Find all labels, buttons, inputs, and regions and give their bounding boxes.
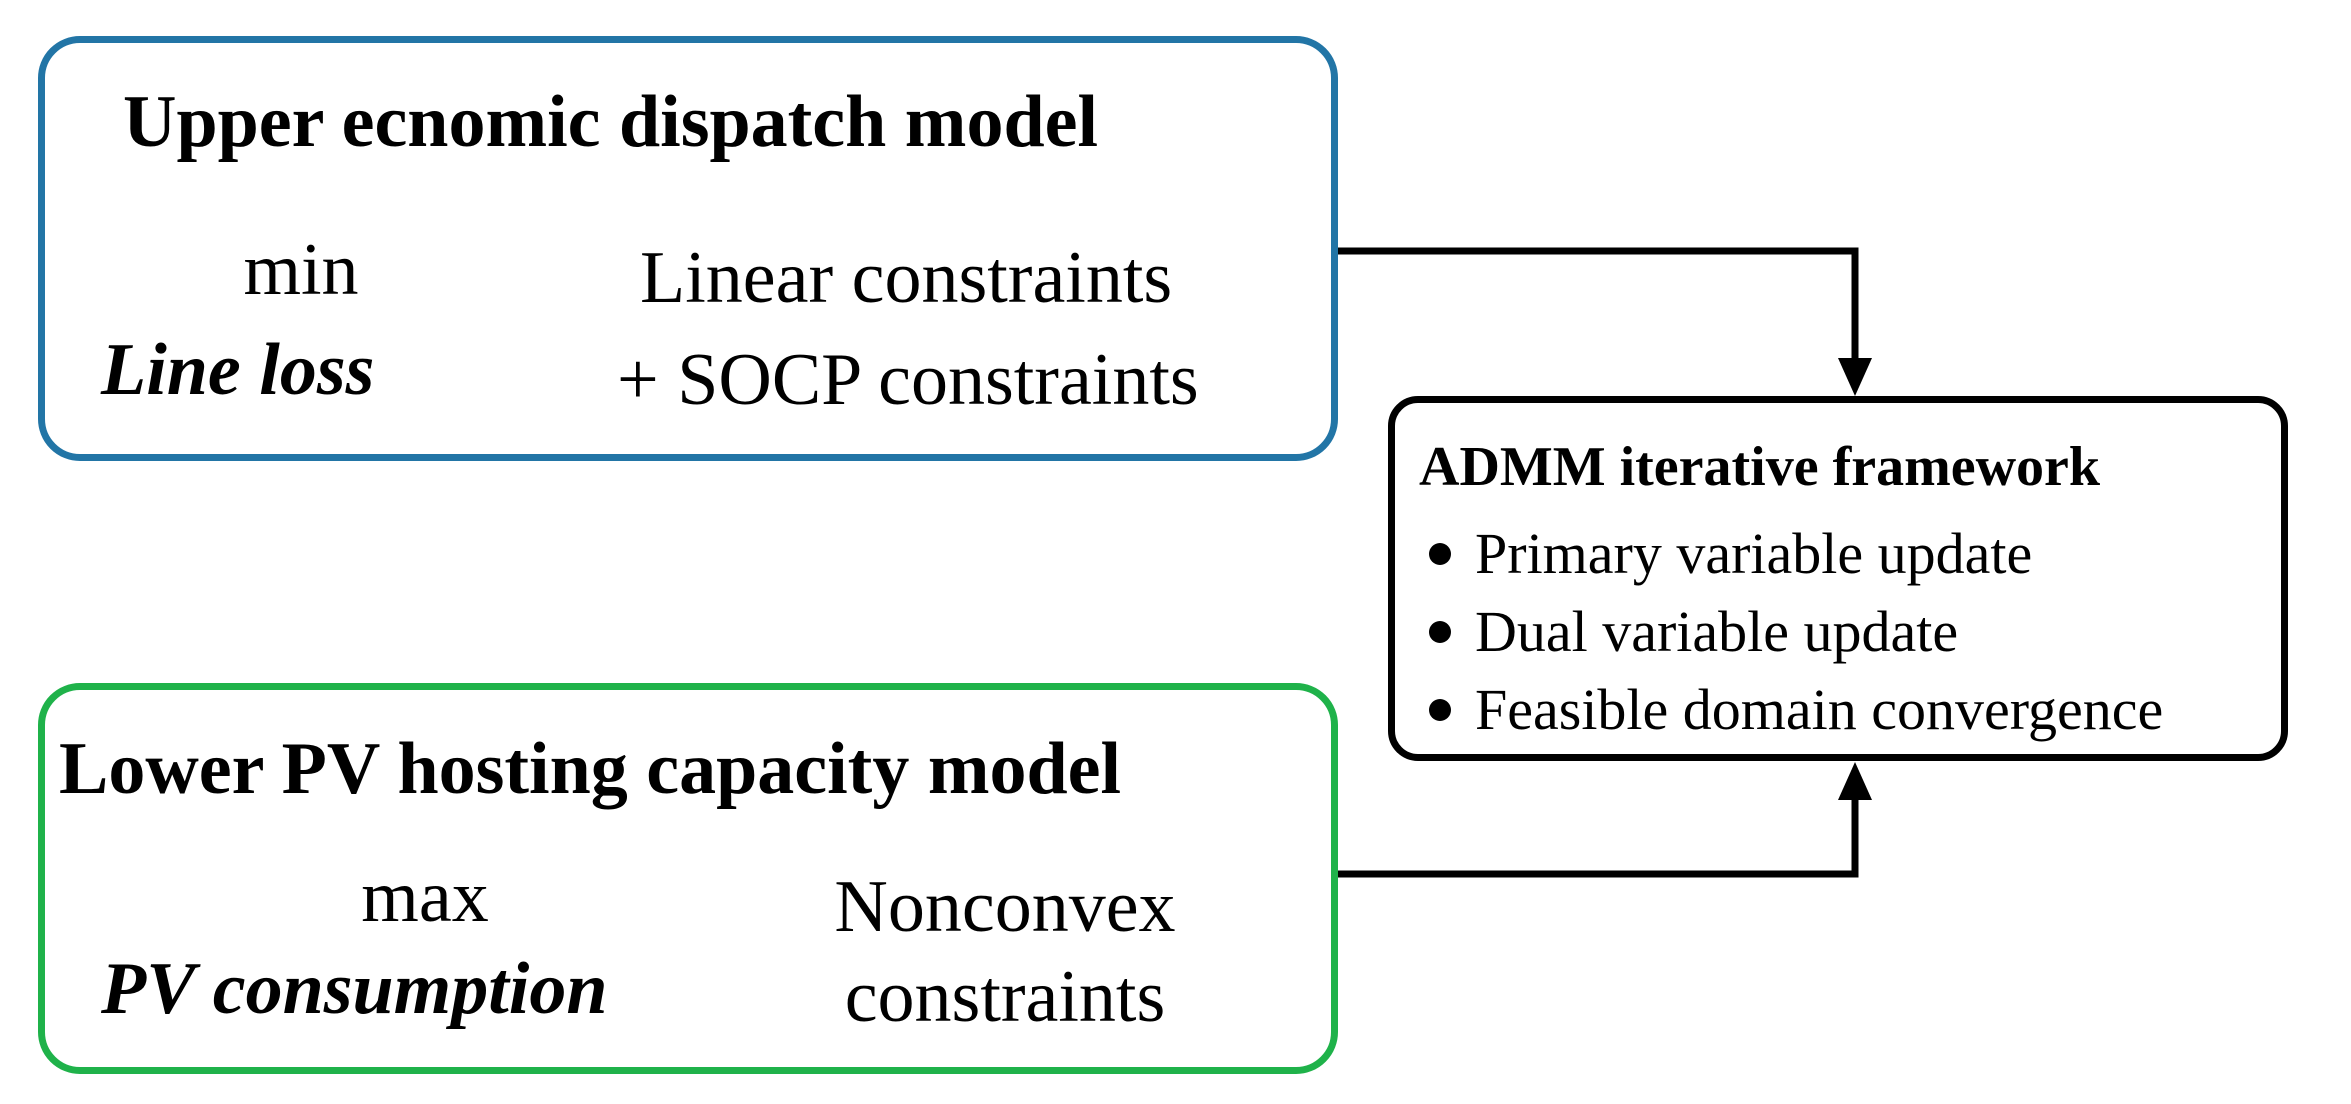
bullet-icon xyxy=(1429,698,1451,721)
lower-constraints-line2: constraints xyxy=(844,956,1166,1038)
admm-framework-box: ADMM iterative framework Primary variabl… xyxy=(1388,396,2288,761)
admm-step-label: Dual variable update xyxy=(1475,599,1959,664)
arrow-lower-to-admm xyxy=(1338,762,1872,878)
admm-title: ADMM iterative framework xyxy=(1419,436,2101,498)
bullet-icon xyxy=(1429,620,1451,643)
upper-objective-sense: min xyxy=(243,229,359,311)
lower-constraints-line1: Nonconvex xyxy=(834,866,1176,948)
upper-objective: Line loss xyxy=(101,329,375,411)
admm-step-label: Primary variable update xyxy=(1475,521,2033,586)
lower-model-title: Lower PV hosting capacity model xyxy=(59,728,1122,810)
admm-step-item: Dual variable update xyxy=(1429,603,1958,661)
upper-model-title: Upper ecnomic dispatch model xyxy=(123,81,1099,163)
upper-model-box: Upper ecnomic dispatch model min Line lo… xyxy=(38,36,1338,461)
upper-constraints-line2: + SOCP constraints xyxy=(617,339,1199,421)
upper-constraints-line1: Linear constraints xyxy=(640,237,1173,319)
lower-objective: PV consumption xyxy=(101,948,608,1030)
arrow-upper-to-admm xyxy=(1338,247,1872,396)
lower-objective-sense: max xyxy=(361,856,489,938)
bullet-icon xyxy=(1429,542,1451,565)
admm-step-item: Primary variable update xyxy=(1429,525,2032,583)
lower-model-box: Lower PV hosting capacity model max PV c… xyxy=(38,683,1338,1074)
admm-step-item: Feasible domain convergence xyxy=(1429,681,2163,739)
admm-step-label: Feasible domain convergence xyxy=(1475,677,2164,742)
